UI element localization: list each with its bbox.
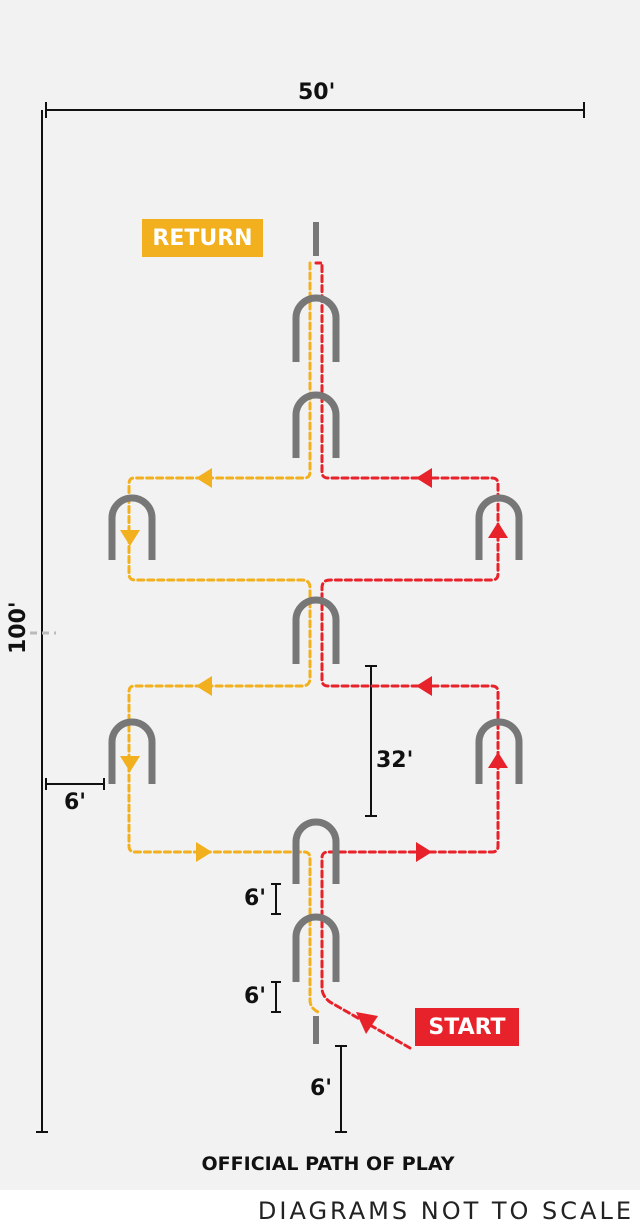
wicket-1 bbox=[292, 294, 340, 362]
middle-gap-label: 32' bbox=[376, 748, 414, 773]
side-offset-label: 6' bbox=[64, 790, 87, 815]
wicket-4 bbox=[475, 494, 523, 560]
arrow-down bbox=[120, 756, 140, 772]
length-label: 100' bbox=[6, 601, 31, 654]
wicket-8 bbox=[292, 818, 340, 884]
arrow-left bbox=[416, 676, 432, 696]
wicket-spacing-label-b: 6' bbox=[244, 984, 267, 1009]
arrow-left bbox=[196, 468, 212, 488]
dimension-lines bbox=[36, 102, 585, 1133]
arrow-up-left bbox=[356, 1012, 378, 1034]
start-tag: START bbox=[415, 1008, 519, 1046]
wicket-9 bbox=[292, 913, 340, 982]
return-path bbox=[127, 261, 320, 1014]
arrow-up bbox=[488, 752, 508, 768]
width-label: 50' bbox=[298, 80, 336, 105]
arrow-left bbox=[196, 676, 212, 696]
start-arrows bbox=[356, 468, 508, 1034]
court-area bbox=[0, 0, 640, 1190]
arrow-down bbox=[120, 530, 140, 546]
stake-gap-label: 6' bbox=[310, 1076, 333, 1101]
start-path bbox=[314, 261, 500, 1050]
wicket-3 bbox=[108, 494, 156, 560]
return-arrows bbox=[120, 468, 212, 862]
arrow-up bbox=[488, 522, 508, 538]
arrow-left bbox=[416, 468, 432, 488]
wicket-5 bbox=[292, 596, 340, 664]
return-tag: RETURN bbox=[142, 219, 263, 257]
arrow-right bbox=[416, 842, 432, 862]
wickets bbox=[108, 294, 523, 982]
scale-disclaimer: DIAGRAMS NOT TO SCALE bbox=[257, 1197, 634, 1225]
diagram-title: OFFICIAL PATH OF PLAY bbox=[201, 1153, 455, 1175]
wicket-6 bbox=[108, 718, 156, 784]
wicket-spacing-label-a: 6' bbox=[244, 886, 267, 911]
wicket-2 bbox=[292, 391, 340, 458]
arrow-right bbox=[196, 842, 212, 862]
wicket-7 bbox=[475, 718, 523, 784]
